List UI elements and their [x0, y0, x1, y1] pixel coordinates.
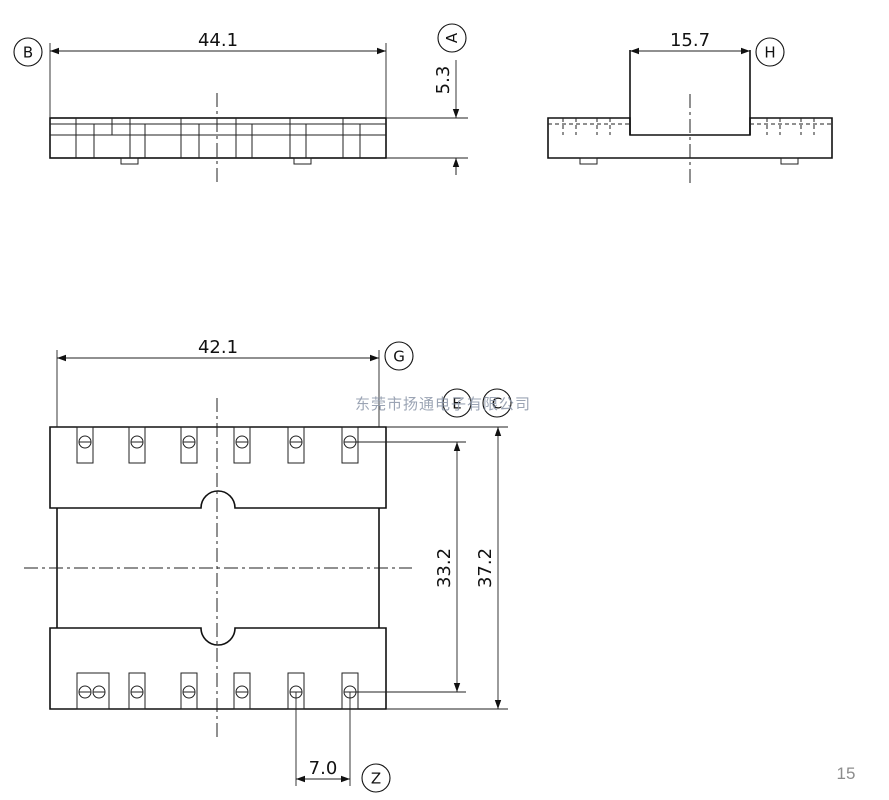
side-view: 15.7: [547, 30, 833, 183]
label-b: B: [13, 37, 43, 67]
label-a: A: [437, 23, 467, 53]
plan-view: 42.1 33.2 37.2 7.0: [24, 337, 508, 786]
dim-pin-pitch: 7.0: [309, 758, 338, 779]
label-c: C: [482, 388, 512, 418]
svg-text:Z: Z: [371, 770, 381, 788]
side-view-hidden-slots: [548, 118, 832, 135]
dim-outer-span: 37.2: [475, 548, 496, 588]
svg-text:A: A: [443, 32, 461, 43]
svg-text:G: G: [393, 348, 405, 366]
dim-top-height: 5.3: [433, 66, 454, 95]
svg-text:B: B: [23, 44, 33, 62]
svg-text:C: C: [492, 395, 502, 413]
svg-text:H: H: [764, 44, 775, 62]
svg-text:E: E: [452, 395, 461, 413]
front-view: 44.1 5.3: [49, 30, 468, 186]
dim-side-width: 15.7: [670, 30, 710, 51]
front-view-slots: [75, 118, 361, 158]
dim-top-width: 44.1: [198, 30, 238, 51]
page-number: 15: [837, 764, 856, 783]
label-h: H: [755, 37, 785, 67]
dim-plan-width: 42.1: [198, 337, 238, 358]
front-view-pins: [120, 157, 312, 165]
plan-top-pin-slots: [76, 426, 359, 464]
label-z: Z: [361, 763, 391, 793]
dim-inner-span: 33.2: [434, 548, 455, 588]
side-view-pins: [579, 157, 799, 165]
label-g: G: [384, 341, 414, 371]
company-watermark: 东莞市扬通电子有限公司: [355, 395, 531, 413]
label-e: E: [442, 388, 472, 418]
